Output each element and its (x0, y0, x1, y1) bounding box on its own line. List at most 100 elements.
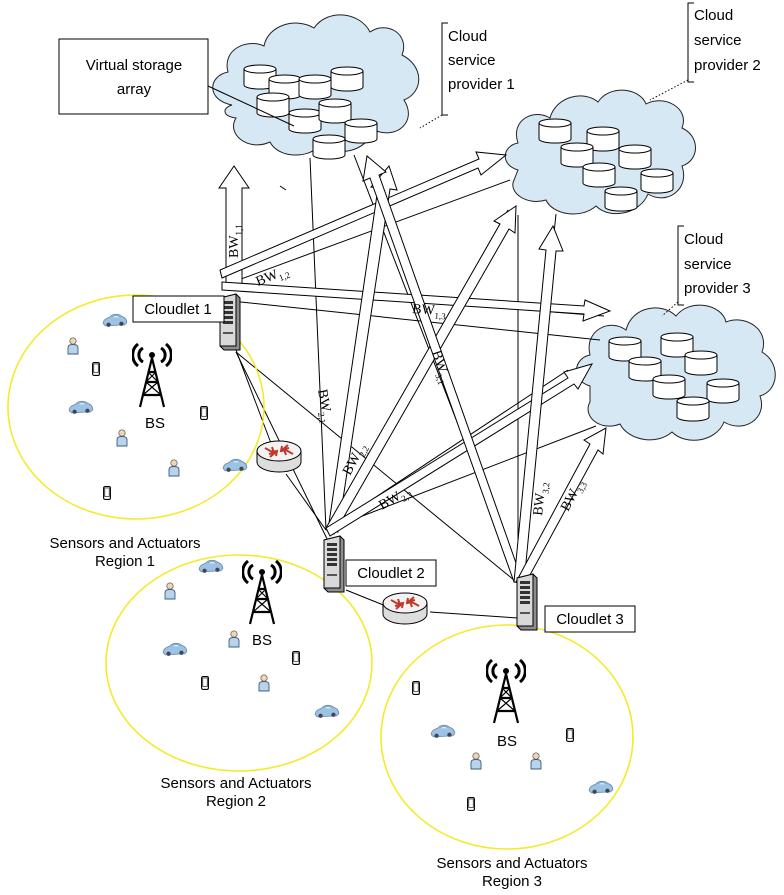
csp1-label: provider 1 (448, 76, 515, 93)
person-icon (228, 630, 240, 648)
storage-disk-icon (618, 144, 652, 170)
link-line (221, 299, 601, 341)
car-icon (314, 704, 340, 719)
cloudlet-3-server-icon (516, 573, 538, 631)
cloud-provider-2-icon (504, 89, 696, 215)
person-icon (168, 459, 180, 477)
region-1-caption: Region 1 (95, 553, 155, 570)
storage-disk-icon (706, 378, 740, 404)
storage-disk-icon (684, 350, 718, 376)
link-line (235, 349, 273, 447)
storage-disk-icon (256, 92, 290, 118)
bw-2-2-arrow (325, 205, 517, 535)
router-1-icon (256, 440, 302, 473)
region-3-area (380, 624, 634, 850)
link-line (235, 351, 521, 586)
cloudlet-1-label: Cloudlet 1 (144, 301, 212, 318)
cloud-provider-3-icon (576, 304, 776, 441)
virtual-storage-label-box (58, 38, 209, 115)
region-3-caption: Region 3 (482, 873, 542, 890)
link-line (309, 157, 327, 531)
region-1-bs-label: BS (145, 415, 165, 432)
phone-icon (412, 681, 420, 695)
bw-1-2-arrow (219, 151, 508, 279)
storage-disk-icon (312, 134, 346, 160)
phone-icon (467, 797, 475, 811)
csp1-label: Cloud (448, 28, 487, 45)
cloudlet-2-server-icon (323, 535, 345, 593)
link-line (345, 589, 387, 607)
region-3-tower-icon (486, 658, 526, 724)
person-icon (530, 752, 542, 770)
person-icon (470, 752, 482, 770)
cloudlet-3-label: Cloudlet 3 (556, 611, 624, 628)
car-icon (198, 559, 224, 574)
cloudlet-2-label: Cloudlet 2 (357, 565, 425, 582)
bw-label: BW3,2 (531, 481, 551, 516)
car-icon (430, 724, 456, 739)
car-icon (588, 780, 614, 795)
csp3-label: Cloud (684, 231, 723, 248)
storage-disk-icon (538, 118, 572, 144)
phone-icon (200, 406, 208, 420)
csp2-label-bracket (687, 2, 694, 83)
region-1-caption: Sensors and Actuators (50, 535, 201, 552)
csp1-label-bracket (441, 22, 448, 116)
csp2-label: service (694, 32, 742, 49)
person-icon (67, 337, 79, 355)
cloudlet-1-label-box (132, 295, 225, 323)
bw-3-1-arrow (362, 155, 523, 583)
storage-disk-icon (298, 74, 332, 100)
csp2-label: Cloud (694, 7, 733, 24)
bw-label: BW3,1 (426, 349, 453, 386)
region-3-caption: Sensors and Actuators (437, 855, 588, 872)
region-2-bs-label: BS (252, 632, 272, 649)
region-2-area (105, 554, 373, 772)
virtual-storage-label: Virtual storage (86, 57, 182, 74)
storage-disk-icon (640, 168, 674, 194)
storage-disk-icon (582, 162, 616, 188)
region-1-area (7, 294, 265, 520)
bandwidth-arrows (218, 151, 612, 587)
storage-disk-icon (560, 142, 594, 168)
region-2-caption: Sensors and Actuators (161, 775, 312, 792)
phone-icon (92, 362, 100, 376)
virtual-storage-label: array (117, 81, 152, 98)
person-icon (258, 674, 270, 692)
csp3-label: provider 3 (684, 280, 751, 297)
car-icon (162, 642, 188, 657)
person-icon (116, 429, 128, 447)
callout-labels: Virtual storage array Cloud service prov… (58, 2, 761, 633)
cloudlet-3-label-box (544, 605, 636, 633)
router-2-icon (382, 592, 428, 625)
csp1-label-pointer (419, 114, 443, 129)
bw-label: BW1,1 (227, 224, 244, 258)
storage-disk-icon (344, 118, 378, 144)
csp2-label-pointer (649, 79, 689, 101)
link-line (279, 185, 287, 191)
storage-disk-icon (604, 186, 638, 212)
csp3-label: service (684, 256, 732, 273)
storage-disk-icon (288, 108, 322, 134)
region-3-bs-label: BS (497, 733, 517, 750)
link-line (429, 611, 519, 619)
phone-icon (566, 728, 574, 742)
link-line (325, 425, 597, 531)
csp3-label-bracket (677, 225, 684, 306)
link-line (285, 473, 327, 531)
bw-label: BW1,3 (412, 302, 447, 321)
person-icon (164, 582, 176, 600)
storage-disk-icon (652, 374, 686, 400)
phone-icon (103, 486, 111, 500)
storage-disk-icon (318, 98, 352, 124)
link-line (221, 179, 511, 287)
bw-2-3-arrow (325, 363, 594, 537)
cloudlet-2-label-box (345, 559, 437, 587)
bw-3-2-arrow (513, 224, 564, 584)
region-1-tower-icon (132, 342, 172, 408)
storage-disk-icon (676, 396, 710, 422)
virtual-storage-pointer (207, 85, 295, 127)
bw-label: BW2,1 (312, 388, 335, 424)
csp3-label-pointer (661, 301, 679, 317)
